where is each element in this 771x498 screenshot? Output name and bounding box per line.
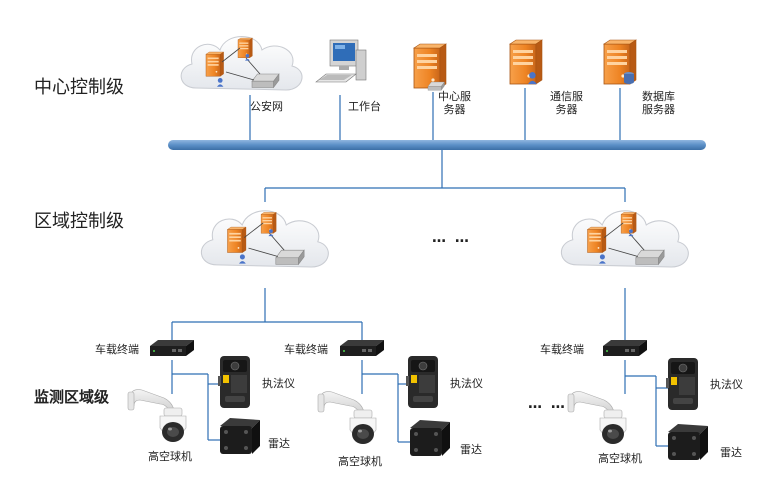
law-recorder-icon-3 bbox=[665, 357, 699, 411]
law-recorder-label-1: 执法仪 bbox=[262, 377, 295, 390]
center-server-icon bbox=[413, 43, 447, 91]
center-server-label-line1: 中心服 bbox=[438, 90, 471, 103]
radar-label-2: 雷达 bbox=[460, 443, 482, 456]
monitor-lines bbox=[171, 360, 668, 447]
dome-camera-label-3: 高空球机 bbox=[598, 452, 642, 465]
law-recorder-label-2: 执法仪 bbox=[450, 377, 483, 390]
level-center-title: 中心控制级 bbox=[34, 77, 124, 98]
dome-camera-label-1: 高空球机 bbox=[148, 450, 192, 463]
radar-label-1: 雷达 bbox=[268, 437, 290, 450]
vehicle-terminal-icon-1 bbox=[150, 340, 194, 356]
law-recorder-label-3: 执法仪 bbox=[710, 378, 743, 391]
workstation-label: 工作台 bbox=[348, 100, 381, 113]
dome-camera-icon-1 bbox=[127, 389, 187, 443]
region-tree-lines bbox=[171, 150, 626, 340]
workstation-icon bbox=[315, 39, 367, 83]
center-drop-lines bbox=[249, 88, 621, 145]
comm-server-label: 通信服 务器 bbox=[550, 90, 583, 116]
level-monitor-title: 监测区域级 bbox=[34, 388, 110, 406]
police-net-label: 公安网 bbox=[250, 100, 283, 113]
center-server-label-line2: 务器 bbox=[443, 103, 466, 116]
vehicle-terminal-label-3: 车载终端 bbox=[540, 343, 584, 356]
police-net-cloud bbox=[181, 37, 302, 91]
db-server-label-line1: 数据库 bbox=[642, 90, 675, 103]
vehicle-terminal-label-2: 车载终端 bbox=[284, 343, 328, 356]
comm-server-icon bbox=[509, 39, 543, 85]
dome-camera-label-2: 高空球机 bbox=[338, 455, 382, 468]
dome-camera-icon-2 bbox=[317, 391, 377, 445]
radar-icon-1 bbox=[220, 418, 260, 454]
center-server-label: 中心服 务器 bbox=[438, 90, 471, 116]
backbone-bar bbox=[168, 140, 706, 150]
db-server-label: 数据库 服务器 bbox=[642, 90, 675, 116]
region-cloud-right bbox=[561, 211, 688, 267]
law-recorder-icon-2 bbox=[405, 355, 439, 409]
law-recorder-icon-1 bbox=[217, 355, 251, 409]
dome-camera-icon-3 bbox=[567, 391, 627, 445]
vehicle-terminal-icon-3 bbox=[603, 340, 647, 356]
db-server-label-line2: 服务器 bbox=[642, 103, 675, 116]
vehicle-terminal-label-1: 车载终端 bbox=[95, 343, 139, 356]
region-ellipsis: … … bbox=[432, 230, 471, 246]
radar-icon-3 bbox=[668, 424, 708, 460]
radar-label-3: 雷达 bbox=[720, 446, 742, 459]
level-region-title: 区域控制级 bbox=[34, 211, 124, 232]
vehicle-terminal-icon-2 bbox=[340, 340, 384, 356]
comm-server-label-line1: 通信服 bbox=[550, 90, 583, 103]
monitor-ellipsis: … … bbox=[528, 396, 567, 412]
db-server-icon bbox=[603, 39, 637, 85]
comm-server-label-line2: 务器 bbox=[555, 103, 578, 116]
region-cloud-left bbox=[201, 211, 328, 267]
radar-icon-2 bbox=[410, 420, 450, 456]
